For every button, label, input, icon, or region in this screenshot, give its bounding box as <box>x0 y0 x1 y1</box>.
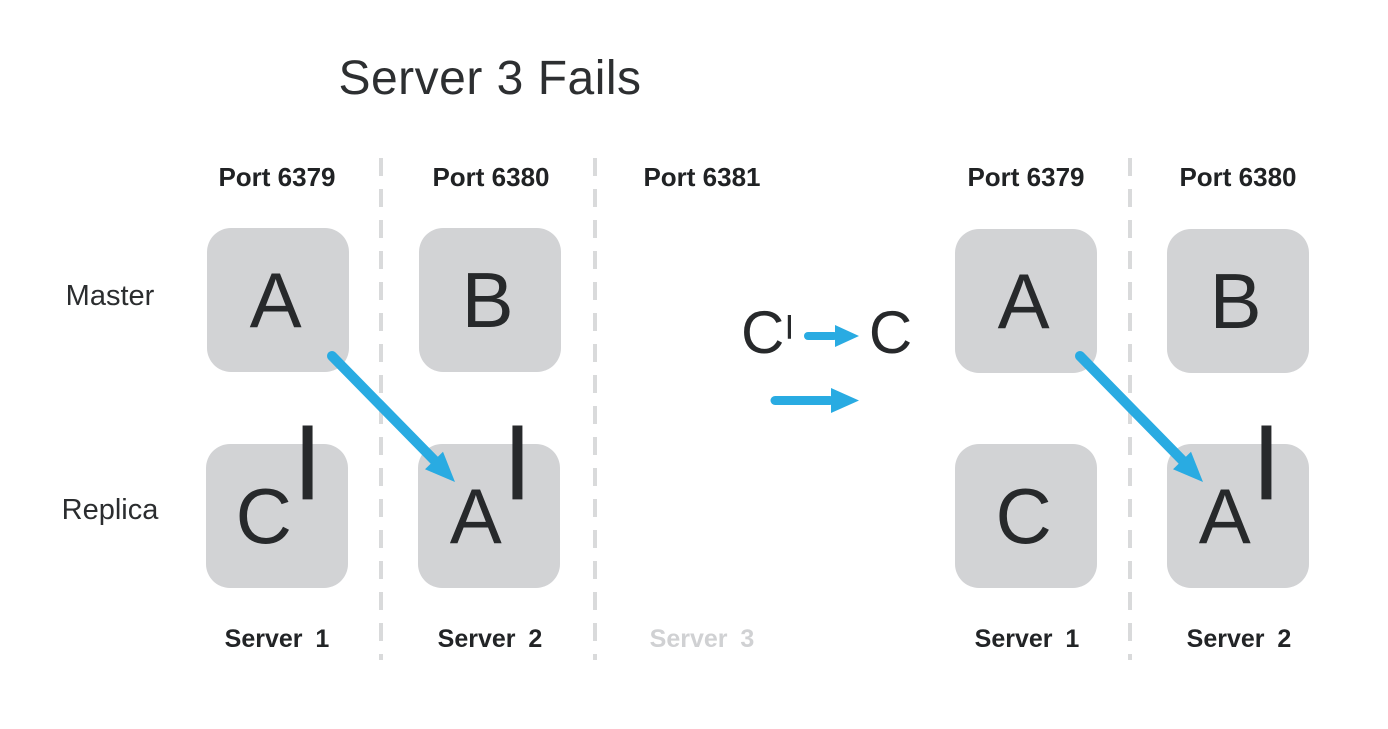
transition-arrow-icon <box>770 388 859 413</box>
node-box-master-a-right: A <box>955 229 1097 373</box>
port-label-6381: Port 6381 <box>643 162 761 192</box>
promotion-annotation: C| C <box>741 303 914 363</box>
right-arrow-icon <box>803 325 859 347</box>
node-box-replica-a-right: A| <box>1167 416 1309 588</box>
annotation-to: C <box>868 299 913 366</box>
port-label-6379-left: Port 6379 <box>218 162 336 192</box>
server-label-1-right: Server 1 <box>974 625 1080 653</box>
server-label-2-right: Server 2 <box>1186 625 1292 653</box>
node-letter: A <box>1198 472 1251 560</box>
server-label-3-failed: Server 3 <box>649 625 755 653</box>
prime-mark: | <box>296 411 319 500</box>
port-label-6380-right: Port 6380 <box>1179 162 1297 192</box>
annotation-from: C| <box>741 299 793 366</box>
node-letter: B <box>1209 257 1262 345</box>
node-box-replica-a-left: A| <box>418 416 560 588</box>
column-divider <box>379 158 383 660</box>
prime-mark: | <box>785 311 793 340</box>
node-box-master-a-left: A <box>207 228 349 372</box>
server-label-1-left: Server 1 <box>224 625 330 653</box>
node-box-replica-c-right: C <box>955 444 1097 588</box>
server-label-2-left: Server 2 <box>437 625 543 653</box>
port-label-6380-left: Port 6380 <box>432 162 550 192</box>
prime-mark: | <box>1255 411 1278 500</box>
prime-mark: | <box>506 411 529 500</box>
diagram-title: Server 3 Fails <box>338 52 642 105</box>
row-label-replica: Replica <box>61 494 159 526</box>
column-divider <box>593 158 597 660</box>
node-box-master-b-right: B <box>1167 229 1309 373</box>
column-divider <box>1128 158 1132 660</box>
node-letter: A <box>997 257 1050 345</box>
node-box-replica-c-left: C| <box>206 416 348 588</box>
node-letter: B <box>461 256 514 344</box>
node-letter: A <box>449 472 502 560</box>
node-letter: A <box>249 256 302 344</box>
row-label-master: Master <box>65 280 155 312</box>
node-letter: C <box>995 472 1052 560</box>
port-label-6379-right: Port 6379 <box>967 162 1085 192</box>
node-box-master-b-left: B <box>419 228 561 372</box>
node-letter: C <box>235 472 292 560</box>
